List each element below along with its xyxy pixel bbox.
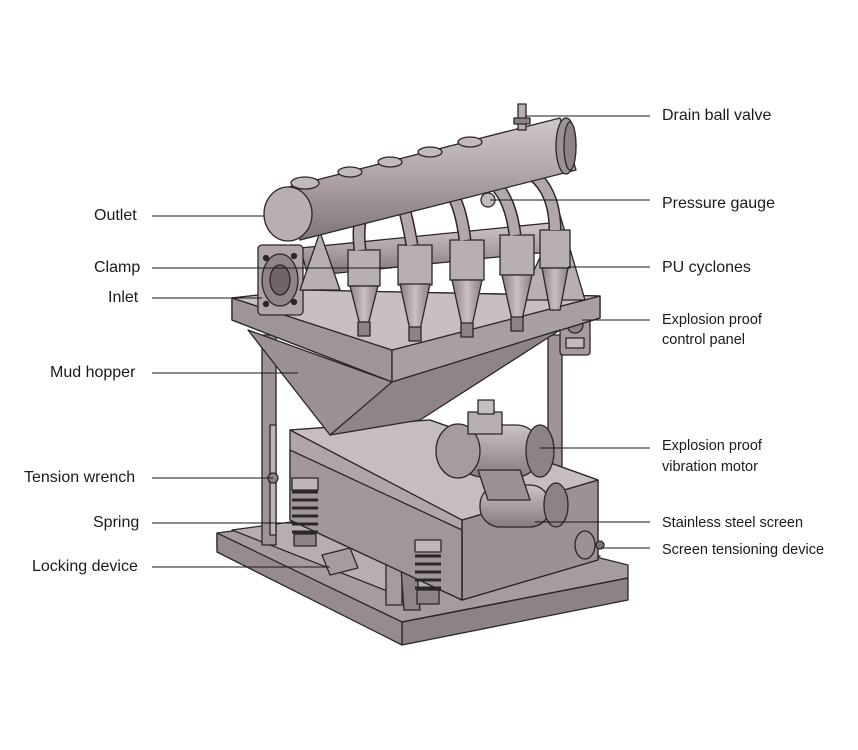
cyclones [347, 229, 571, 342]
leader-lines [152, 115, 650, 568]
label-locking-device: Locking device [32, 558, 138, 575]
label-clamp: Clamp [94, 259, 141, 276]
tension-wrench [267, 424, 279, 536]
label-outlet: Outlet [94, 207, 137, 224]
label-pressure-gauge: Pressure gauge [662, 195, 775, 212]
label-screen-tensioning-device: Screen tensioning device [662, 542, 825, 558]
label-tension-wrench: Tension wrench [24, 469, 136, 486]
label-vibration-motor-line2: vibration motor [662, 459, 758, 475]
label-control-panel-line2: control panel [662, 332, 746, 348]
outlet-manifold [263, 103, 577, 242]
label-drain-ball-valve: Drain ball valve [662, 107, 772, 124]
vibration-motors [435, 399, 569, 528]
label-mud-hopper: Mud hopper [50, 364, 136, 381]
locking-device [321, 547, 359, 576]
label-control-panel-line1: Explosion proof [662, 312, 762, 328]
springs [291, 477, 442, 605]
label-spring: Spring [93, 514, 140, 531]
label-stainless-steel-screen: Stainless steel screen [662, 515, 804, 531]
label-pu-cyclones: PU cyclones [662, 259, 751, 276]
label-vibration-motor-line1: Explosion proof [662, 438, 762, 454]
label-inlet: Inlet [108, 289, 139, 306]
